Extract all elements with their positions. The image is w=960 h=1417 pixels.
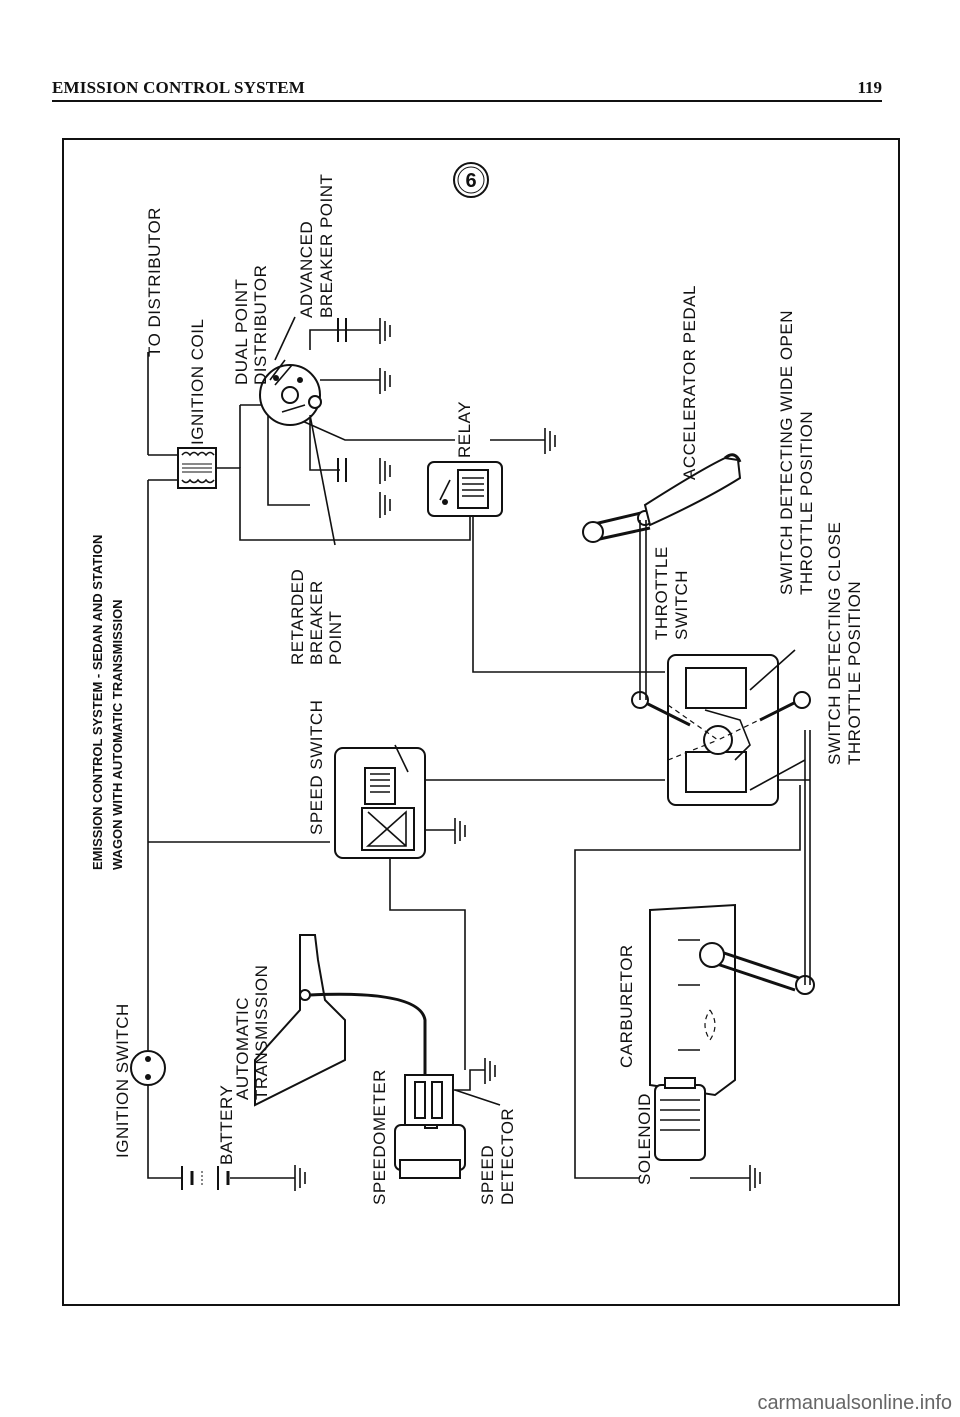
diagram-frame [62,138,900,1306]
label-switch-wide-1: SWITCH DETECTING WIDE OPEN [777,310,796,595]
battery-symbol [181,1166,230,1190]
ground-symbols [294,318,761,1191]
condenser-symbols [337,318,347,482]
label-switch-close-1: SWITCH DETECTING CLOSE [825,522,844,765]
wiring [147,329,810,1179]
label-switch-close-2: THROTTLE POSITION [845,581,864,765]
speed-switch-symbol [334,744,426,859]
label-retarded-2: BREAKER [307,580,326,665]
label-automatic-2: TRANSMISSION [252,965,271,1100]
label-relay: RELAY [455,401,474,458]
label-automatic-1: AUTOMATIC [233,997,252,1100]
figure-number: 6 [465,170,476,192]
label-solenoid: SOLENOID [635,1093,654,1185]
figure-caption: EMISSION CONTROL SYSTEM - SEDAN AND STAT… [90,535,125,870]
automatic-transmission-symbol [254,934,427,1107]
label-switch-wide-2: THROTTLE POSITION [797,411,816,595]
ignition-coil-symbol [177,447,217,489]
label-retarded-1: RETARDED [288,569,307,665]
page-number: 119 [857,78,882,97]
label-dual-point-1: DUAL POINT [232,279,251,385]
label-retarded-3: POINT [326,611,345,665]
label-speed-detector-1: SPEED [478,1145,497,1205]
label-ignition-coil: IGNITION COIL [188,319,207,445]
carburetor-symbol [649,730,815,1097]
caption-line-2: WAGON WITH AUTOMATIC TRANSMISSION [110,599,125,870]
solenoid-symbol [654,1077,706,1161]
label-ignition-switch: IGNITION SWITCH [113,1003,132,1158]
accelerator-pedal-symbol [582,453,742,700]
label-speed-detector-2: DETECTOR [498,1108,517,1205]
page-title: EMISSION CONTROL SYSTEM [52,78,306,97]
speedometer-symbol [394,1117,466,1179]
label-battery: BATTERY [217,1085,236,1165]
label-advanced-2: BREAKER POINT [317,174,336,318]
relay-symbol [427,461,503,517]
label-carburetor: CARBURETOR [617,944,636,1068]
label-speed-switch: SPEED SWITCH [307,700,326,835]
page-header: EMISSION CONTROL SYSTEM 119 [52,78,882,102]
label-throttle-switch-2: SWITCH [672,570,691,640]
figure-number-badge: 6 [453,162,489,198]
label-dual-point-2: DISTRIBUTOR [251,265,270,385]
watermark: carmanualsonline.info [757,1392,952,1414]
throttle-switch-assembly [631,654,811,806]
caption-line-1: EMISSION CONTROL SYSTEM - SEDAN AND STAT… [90,535,105,870]
label-throttle-switch-1: THROTTLE [652,546,671,640]
leader-lines [274,316,806,1106]
label-speedometer: SPEEDOMETER [370,1069,389,1205]
speed-detector-symbol [404,1074,454,1126]
label-advanced-1: ADVANCED [297,221,316,318]
ignition-switch-symbol [130,1050,166,1086]
dual-point-distributor-symbol [259,359,322,426]
label-to-distributor: TO DISTRIBUTOR [145,207,164,357]
label-accelerator-pedal: ACCELERATOR PEDAL [680,285,699,480]
